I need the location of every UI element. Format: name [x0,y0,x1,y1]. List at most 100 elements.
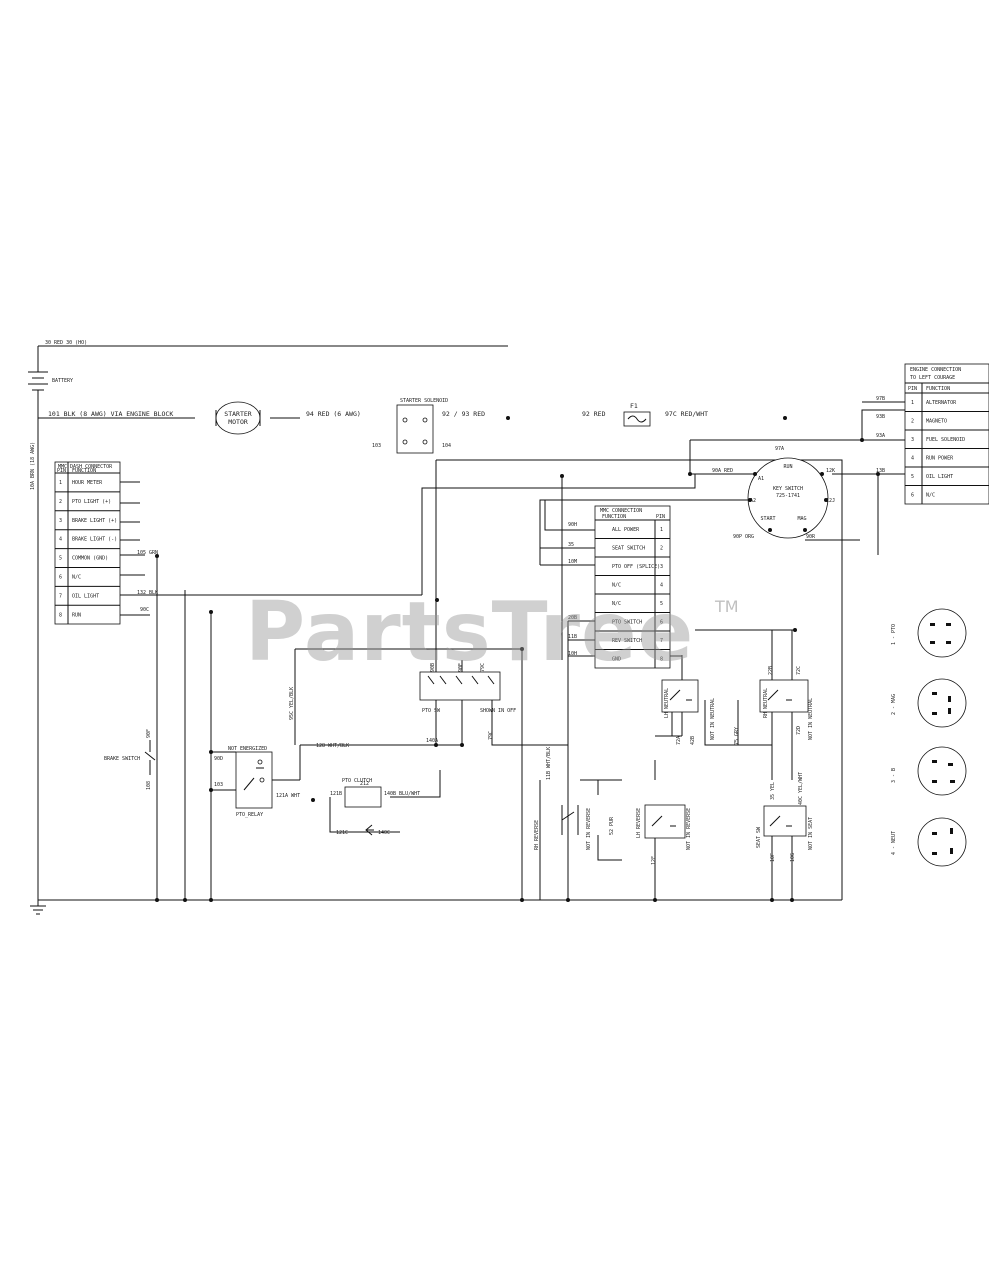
mmc-row-pin: 6 [660,620,663,626]
label-121a: 121A WHT [276,793,300,799]
label-121b: 121B [330,791,342,797]
label-90c: 90C [140,607,149,613]
label-10m: 10M [568,559,577,565]
dash-row-function: COMMON (GND) [72,556,108,562]
starter-solenoid: STARTER SOLENOID [396,398,448,454]
rotated-labels: 10A BRN (18 AWG) 95C YEL/BLK 90B 90E 79C… [30,442,897,865]
engine-header-2: TO LEFT COURAGE [910,375,955,381]
engine-row-function: OIL LIGHT [926,474,953,480]
seat-switch [763,805,807,837]
label-seat-sw: SEAT SW [756,826,762,848]
label-red-92-93: 92 / 93 RED [442,410,485,418]
dash-row-pin: 5 [59,556,62,562]
engine-pin-header: PIN [908,386,917,392]
label-10h: 10H [568,651,577,657]
mmc-row-function: N/C [612,601,621,607]
dash-row-pin: 2 [59,499,62,505]
label-relay-103: 103 [214,782,223,788]
key-run: RUN [783,464,792,470]
label-72d: 72D [796,726,802,735]
label-105: 105 GRN [137,550,158,556]
label-90p: 90P ORG [733,534,754,540]
label-switch-1: 1 - PTO [891,624,897,645]
label-132: 132 BLK [137,590,158,596]
engine-row-function: N/C [926,493,935,499]
engine-row-pin: 6 [911,493,914,499]
label-switch-4: 4 - NEUT [891,831,897,855]
label-11b: 11B [568,634,577,640]
dash-row-function: BRAKE LIGHT (-) [72,537,117,543]
engine-func-header: FUNCTION [926,386,950,392]
engine-connection-table: ENGINE CONNECTION TO LEFT COURAGE PIN FU… [904,363,989,505]
label-rh-reverse-sub: NOT IN REVERSE [586,808,592,850]
label-40c: 40C YEL/WHT [798,772,804,805]
mmc-row-function: SEAT SWITCH [612,546,645,552]
label-93a: 93A [876,433,885,439]
rh-neutral-switch [759,679,809,713]
lh-reverse-switch [561,805,579,835]
mmc-row-pin: 3 [660,564,663,570]
dash-header: MMC DASH CONNECTOR [58,464,113,470]
label-rh-reverse: RH REVERSE [534,820,540,850]
key-start: START [760,516,775,522]
engine-row-pin: 4 [911,456,914,462]
mmc-row-pin: 7 [660,638,663,644]
mmc-row-function: PTO SWITCH [612,620,642,626]
label-battery: BATTERY [52,378,73,384]
dash-row-function: N/C [72,575,81,581]
dash-pin-header: PIN [57,468,66,474]
label-22b: 22B [768,666,774,675]
label-72a: 72A [676,736,682,745]
junctions [155,416,880,902]
label-13b: 13B [876,468,885,474]
dash-row-pin: 4 [59,537,62,543]
key-mag: MAG [797,516,806,522]
label-42b: 42B [690,736,696,745]
engine-row-pin: 1 [911,400,914,406]
label-95c: 95C YEL/BLK [289,687,295,720]
lh-neutral-switch [661,679,699,713]
dash-row-function: BRAKE LIGHT (+) [72,518,117,524]
label-lh-neutral-sub: NOT IN NEUTRAL [710,698,716,740]
mmc-row-pin: 2 [660,546,663,552]
starter-label: STARTER [224,410,251,418]
label-switch-2: 2 - MAG [891,694,897,715]
label-35yel: 35 YEL [770,782,776,800]
engine-row-pin: 3 [911,437,914,443]
label-93b: 93B [876,414,885,420]
label-52: 52 PUR [609,816,615,835]
label-lh-reverse-sub: NOT IN REVERSE [686,808,692,850]
label-red-97c: 97C RED/WHT [665,410,708,418]
mmc-row-pin: 1 [660,527,663,533]
wire-labels: 30 RED 30 (HO) BATTERY 101 BLK (8 AWG) V… [45,340,885,836]
fuse-label: F1 [630,402,638,410]
key-switch-label: KEY SWITCH [773,486,803,492]
relay-name: PTO_RELAY [236,812,263,818]
label-90r: 90R [806,534,816,540]
motor-label: MOTOR [228,418,248,426]
dash-row-function: PTO LIGHT (+) [72,499,111,505]
label-rh-neutral: RH NEUTRAL [763,688,769,718]
pto-switch: PTO SW SHOWN IN OFF [419,671,516,714]
label-90e: 90E [458,663,464,672]
engine-row-function: FUEL SOLENOID [926,437,965,443]
mmc-row-function: N/C [612,583,621,589]
label-140a: 140A [426,738,438,744]
label-engine-block: 101 BLK (8 AWG) VIA ENGINE BLOCK [48,410,173,418]
key-switch: KEY SWITCH 725-1741 RUN START MAG A1 A2 [747,457,829,539]
label-gnd-left: 10A BRN (18 AWG) [30,442,36,490]
wires [28,345,905,915]
dash-row-function: RUN [72,612,81,618]
label-seat-sub: NOT IN SEAT [808,817,814,850]
label-10f: 10F [770,853,776,862]
label-12f: 12F [651,856,657,865]
key-partno: 725-1741 [776,493,800,499]
dash-row-pin: 3 [59,518,62,524]
label-lh-neutral: LH NEUTRAL [664,688,670,718]
mmc-row-pin: 8 [660,657,663,663]
label-72c: 72C [796,666,802,675]
mmc-row-function: ALL POWER [612,527,640,533]
